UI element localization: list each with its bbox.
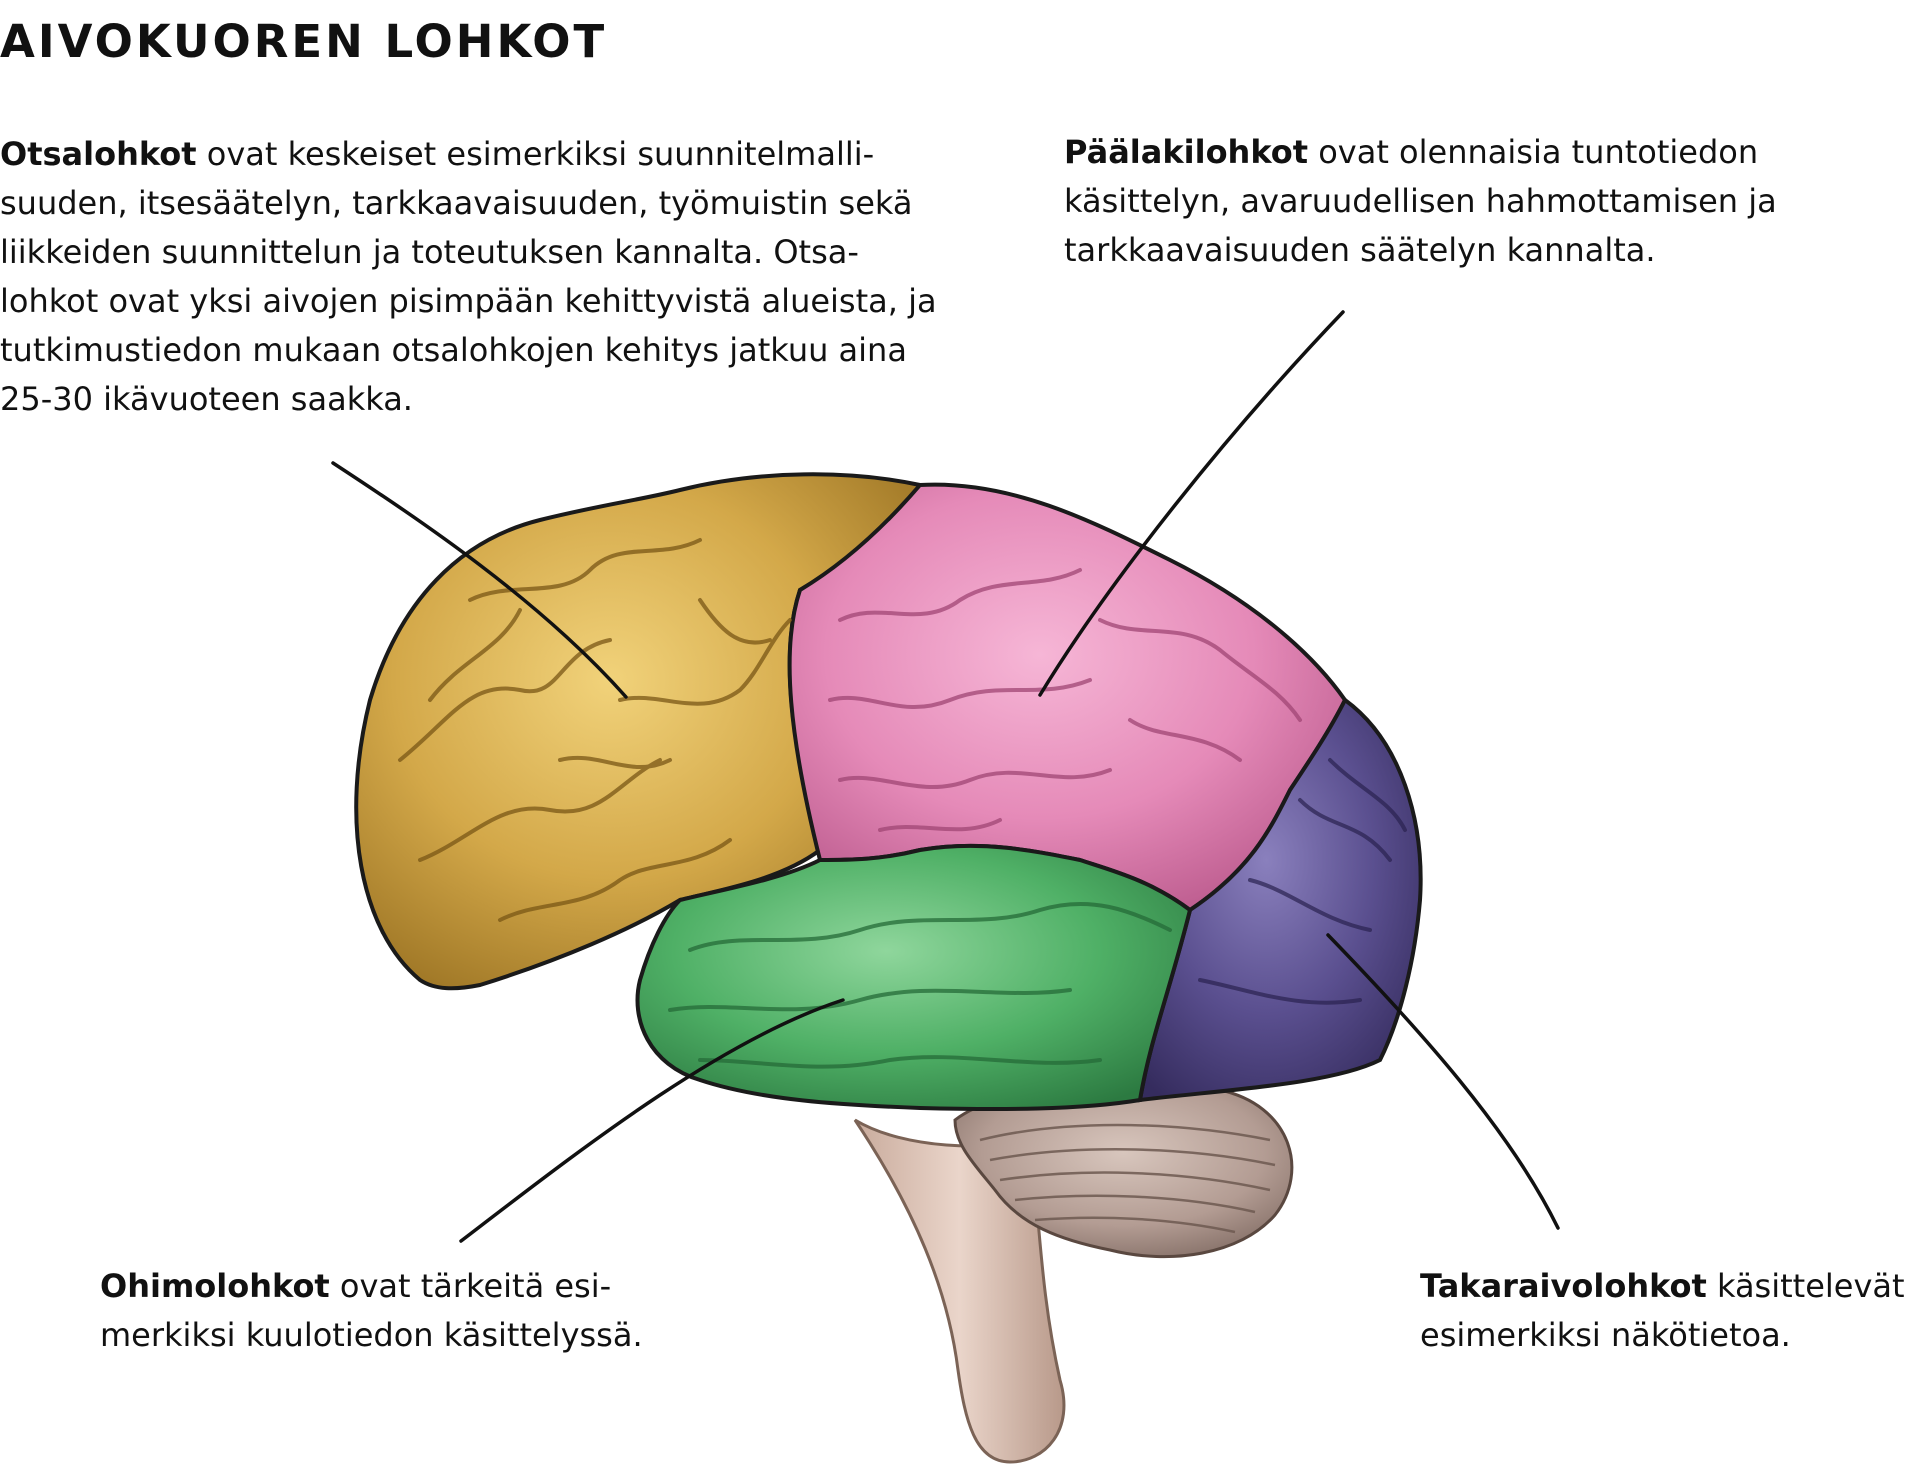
occipital-line-1: Takaraivolohkot käsittelevät xyxy=(1420,1262,1905,1311)
occipital-leader-line xyxy=(1326,933,1560,1230)
temporal-leader-line xyxy=(459,998,845,1243)
temporal-text-1: ovat tärkeitä esi- xyxy=(329,1267,612,1305)
parietal-line-3: tarkkaavaisuuden säätelyn kannalta. xyxy=(1064,231,1656,269)
parietal-leader-line xyxy=(1038,310,1345,697)
leader-lines xyxy=(331,310,1560,1243)
frontal-line-2: suuden, itsesäätelyn, tarkkaavaisuuden, … xyxy=(0,184,913,222)
cerebellum-folds xyxy=(979,1123,1276,1234)
temporal-line-1: Ohimolohkot ovat tärkeitä esi- xyxy=(100,1262,643,1311)
frontal-line-5: tutkimustiedon mukaan otsalohkojen kehit… xyxy=(0,331,907,369)
page-title: AIVOKUOREN LOHKOT xyxy=(0,15,608,68)
temporal-lobe-name: Ohimolohkot xyxy=(100,1267,330,1305)
occipital-text-1: käsittelevät xyxy=(1706,1267,1905,1305)
parietal-line-2: käsittelyn, avaruudellisen hahmottamisen… xyxy=(1064,182,1777,220)
frontal-line-4: lohkot ovat yksi aivojen pisimpään kehit… xyxy=(0,282,937,320)
occipital-lobe-name: Takaraivolohkot xyxy=(1420,1267,1707,1305)
parietal-lobe-name: Päälakilohkot xyxy=(1064,133,1309,171)
frontal-lobe-name: Otsalohkot xyxy=(0,135,197,173)
temporal-lobe-description: Ohimolohkot ovat tärkeitä esi- merkiksi … xyxy=(100,1262,643,1360)
occipital-line-2: esimerkiksi näkötietoa. xyxy=(1420,1316,1791,1354)
parietal-text-1: ovat olennaisia tuntotiedon xyxy=(1308,133,1759,171)
parietal-gyri xyxy=(828,568,1302,832)
parietal-line-1: Päälakilohkot ovat olennaisia tuntotiedo… xyxy=(1064,128,1777,177)
frontal-line-6: 25-30 ikävuoteen saakka. xyxy=(0,380,413,418)
frontal-leader-line xyxy=(331,461,628,699)
frontal-line-1: Otsalohkot ovat keskeiset esimerkiksi su… xyxy=(0,130,937,179)
parietal-lobe-description: Päälakilohkot ovat olennaisia tuntotiedo… xyxy=(1064,128,1777,275)
temporal-lobe xyxy=(635,843,1193,1112)
occipital-gyri xyxy=(1198,758,1407,1005)
temporal-gyri xyxy=(668,901,1172,1069)
frontal-lobe-description: Otsalohkot ovat keskeiset esimerkiksi su… xyxy=(0,130,937,424)
occipital-lobe-description: Takaraivolohkot käsittelevät esimerkiksi… xyxy=(1420,1262,1905,1360)
frontal-text-1: ovat keskeiset esimerkiksi suunnitelmall… xyxy=(196,135,875,173)
temporal-line-2: merkiksi kuulotiedon käsittelyssä. xyxy=(100,1316,643,1354)
frontal-gyri xyxy=(398,538,792,922)
frontal-line-3: liikkeiden suunnittelun ja toteutuksen k… xyxy=(0,233,859,271)
